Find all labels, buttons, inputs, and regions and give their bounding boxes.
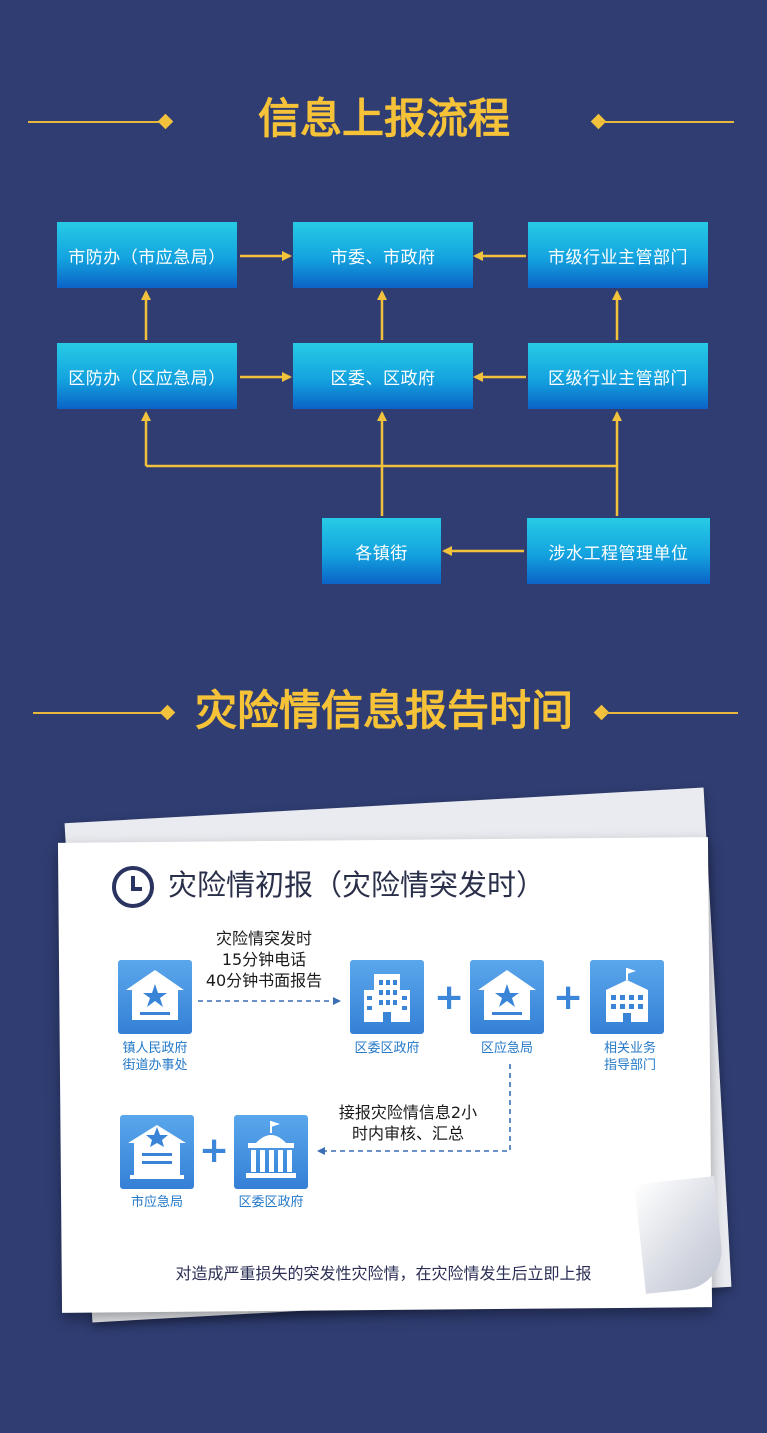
label-town-government: 镇人民政府 街道办事处 xyxy=(105,1040,205,1074)
report-title: 灾险情初报（灾险情突发时） xyxy=(168,868,546,902)
box-water-engineering-units: 涉水工程管理单位 xyxy=(527,518,710,584)
box-city-departments: 市级行业主管部门 xyxy=(528,222,708,288)
box-city-flood-office: 市防办（市应急局） xyxy=(57,222,237,288)
plus-sign-3: + xyxy=(199,1130,230,1171)
step1-line-3: 40分钟书面报告 xyxy=(205,971,323,990)
section2-title: 灾险情信息报告时间 xyxy=(194,686,573,735)
section1-left-line xyxy=(28,121,166,123)
box-towns: 各镇街 xyxy=(322,518,441,584)
label-district-government-b: 区委区政府 xyxy=(238,1195,304,1210)
label-district-emergency: 区应急局 xyxy=(480,1041,533,1056)
dashed-arrow-to-city xyxy=(317,1064,511,1155)
district-government-building-icon xyxy=(350,960,424,1034)
district-emergency-icon xyxy=(470,960,544,1034)
box-district-departments: 区级行业主管部门 xyxy=(528,343,708,409)
plus-sign-1: + xyxy=(434,977,465,1018)
label-town-line-2: 街道办事处 xyxy=(122,1058,188,1073)
section2-right-line xyxy=(604,712,738,714)
step2-line-2: 时内审核、汇总 xyxy=(351,1124,464,1143)
section1-title: 信息上报流程 xyxy=(257,94,510,143)
label-related-line-1: 相关业务 xyxy=(603,1041,656,1056)
box-district-government: 区委、区政府 xyxy=(293,343,473,409)
label-related-department: 相关业务 指导部门 xyxy=(580,1040,680,1074)
label-district-government-a: 区委区政府 xyxy=(354,1041,420,1056)
label-town-line-1: 镇人民政府 xyxy=(122,1041,188,1056)
clock-icon xyxy=(112,866,154,908)
box-city-government: 市委、市政府 xyxy=(293,222,473,288)
step2-line-1: 接报灾险情信息2小 xyxy=(338,1103,478,1122)
report-footnote: 对造成严重损失的突发性灾险情，在灾险情发生后立即上报 xyxy=(175,1264,592,1283)
section1-right-line xyxy=(600,121,734,123)
flow-connectors xyxy=(141,251,622,556)
town-government-icon xyxy=(118,960,192,1034)
step1-line-2: 15分钟电话 xyxy=(221,950,307,969)
box-district-flood-office: 区防办（区应急局） xyxy=(57,343,237,409)
step1-text: 灾险情突发时 15分钟电话 40分钟书面报告 xyxy=(196,928,332,991)
label-related-line-2: 指导部门 xyxy=(603,1058,656,1073)
step2-text: 接报灾险情信息2小 时内审核、汇总 xyxy=(320,1102,496,1144)
district-government-hall-icon xyxy=(234,1115,308,1189)
label-city-emergency: 市应急局 xyxy=(130,1195,183,1210)
city-emergency-icon xyxy=(120,1115,194,1189)
related-department-icon xyxy=(590,960,664,1034)
plus-sign-2: + xyxy=(553,977,584,1018)
step1-line-1: 灾险情突发时 xyxy=(215,929,312,948)
section2-left-line xyxy=(33,712,168,714)
